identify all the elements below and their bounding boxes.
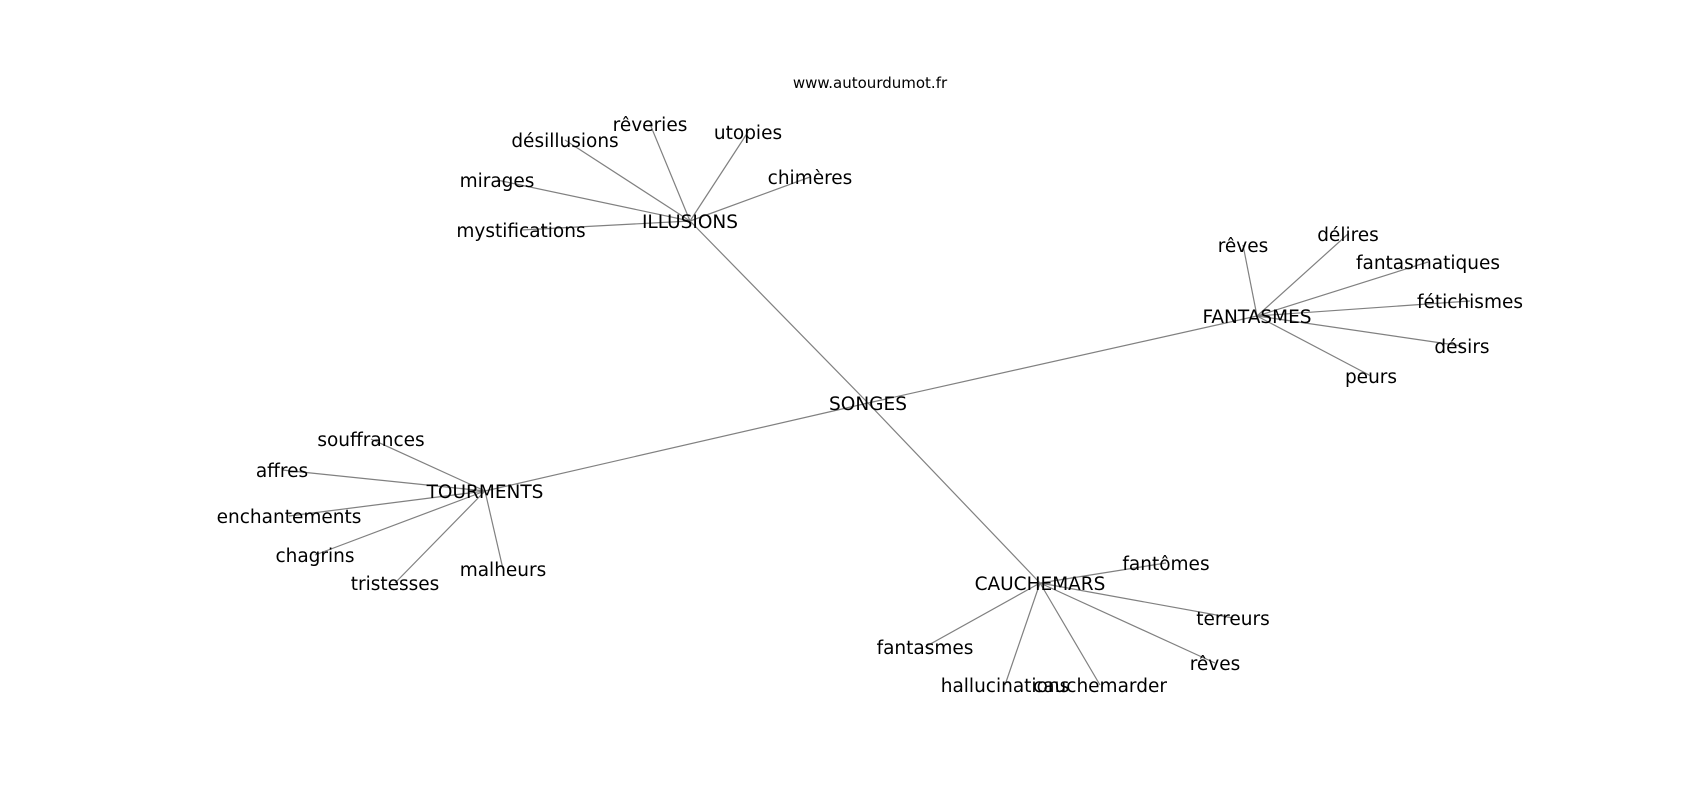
edge-cauchemars-leaf-0: [1039, 562, 1167, 584]
edge-fantasmes-leaf-0: [1256, 233, 1349, 317]
node-cauchemars-leaf-3: fantasmes: [877, 638, 974, 659]
node-tourments-leaf-1: affres: [256, 461, 308, 482]
edge-fantasmes-leaf-3: [1256, 300, 1471, 317]
node-center-label: SONGES: [829, 394, 907, 415]
node-fantasmes-leaf-0: délires: [1317, 225, 1379, 246]
site-watermark: www.autourdumot.fr: [793, 74, 948, 92]
node-illusions-leaf-1: utopies: [714, 123, 782, 144]
edge-fantasmes-leaf-5: [1256, 315, 1372, 377]
edge-illusions-leaf-2: [564, 139, 691, 222]
edge-tourments-leaf-0: [370, 438, 486, 492]
edge-cauchemars-leaf-1: [1039, 582, 1234, 619]
node-illusions-leaf-0: rêveries: [613, 115, 688, 136]
node-fantasmes-leaf-2: fantasmatiques: [1356, 253, 1500, 274]
node-tourments-leaf-5: malheurs: [460, 560, 547, 581]
edge-tourments-leaf-3: [314, 490, 486, 556]
edge-tourments-leaf-1: [281, 469, 486, 492]
node-illusions-leaf-2: désillusions: [511, 131, 618, 152]
node-cauchemars-leaf-1: terreurs: [1196, 609, 1269, 630]
node-cauchemars-leaf-0: fantômes: [1122, 554, 1209, 575]
edge-illusions-leaf-3: [689, 176, 811, 222]
edge-cauchemars-leaf-2: [1039, 582, 1216, 664]
edge-illusions-leaf-4: [496, 179, 691, 222]
node-hub-cauchemars: CAUCHEMARS: [975, 574, 1106, 595]
edges-layer: [281, 123, 1471, 686]
edge-illusions-leaf-5: [520, 220, 691, 231]
node-fantasmes-leaf-5: peurs: [1345, 367, 1397, 388]
node-illusions-leaf-5: mystifications: [456, 221, 585, 242]
node-cauchemars-leaf-5: cauchemarder: [1033, 676, 1167, 697]
node-cauchemars-leaf-2: rêves: [1190, 654, 1241, 675]
node-hub-fantasmes: FANTASMES: [1202, 307, 1311, 328]
node-fantasmes-leaf-3: fétichismes: [1417, 292, 1523, 313]
edge-illusions-leaf-0: [649, 123, 691, 222]
edge-center-tourments: [484, 402, 869, 492]
edge-cauchemars-leaf-4: [1004, 582, 1041, 686]
node-tourments-leaf-3: chagrins: [275, 546, 354, 567]
edge-fantasmes-leaf-4: [1256, 315, 1463, 347]
node-tourments-leaf-0: souffrances: [317, 430, 424, 451]
node-hub-illusions: ILLUSIONS: [642, 212, 738, 233]
labels-layer: www.autourdumot.fr SONGES rêveries utopie…: [217, 74, 1523, 697]
node-illusions-leaf-3: chimères: [768, 168, 853, 189]
edge-center-cauchemars: [867, 402, 1041, 584]
edge-fantasmes-leaf-1: [1242, 244, 1258, 317]
edge-fantasmes-leaf-2: [1256, 261, 1429, 317]
node-fantasmes-leaf-4: désirs: [1434, 337, 1489, 358]
node-fantasmes-leaf-1: rêves: [1218, 236, 1269, 257]
edge-tourments-leaf-2: [288, 490, 486, 517]
edge-center-illusions: [689, 220, 869, 404]
node-tourments-leaf-2: enchantements: [217, 507, 362, 528]
edge-cauchemars-leaf-3: [924, 582, 1041, 648]
edge-illusions-leaf-1: [689, 131, 749, 222]
node-illusions-leaf-4: mirages: [460, 171, 535, 192]
edge-tourments-leaf-4: [394, 490, 486, 584]
node-hub-tourments: TOURMENTS: [426, 482, 544, 503]
node-tourments-leaf-4: tristesses: [351, 574, 440, 595]
edge-center-fantasmes: [867, 315, 1258, 404]
node-cauchemars-leaf-4: hallucinations: [941, 676, 1070, 697]
edge-cauchemars-leaf-5: [1039, 582, 1101, 686]
edge-tourments-leaf-5: [484, 490, 504, 570]
